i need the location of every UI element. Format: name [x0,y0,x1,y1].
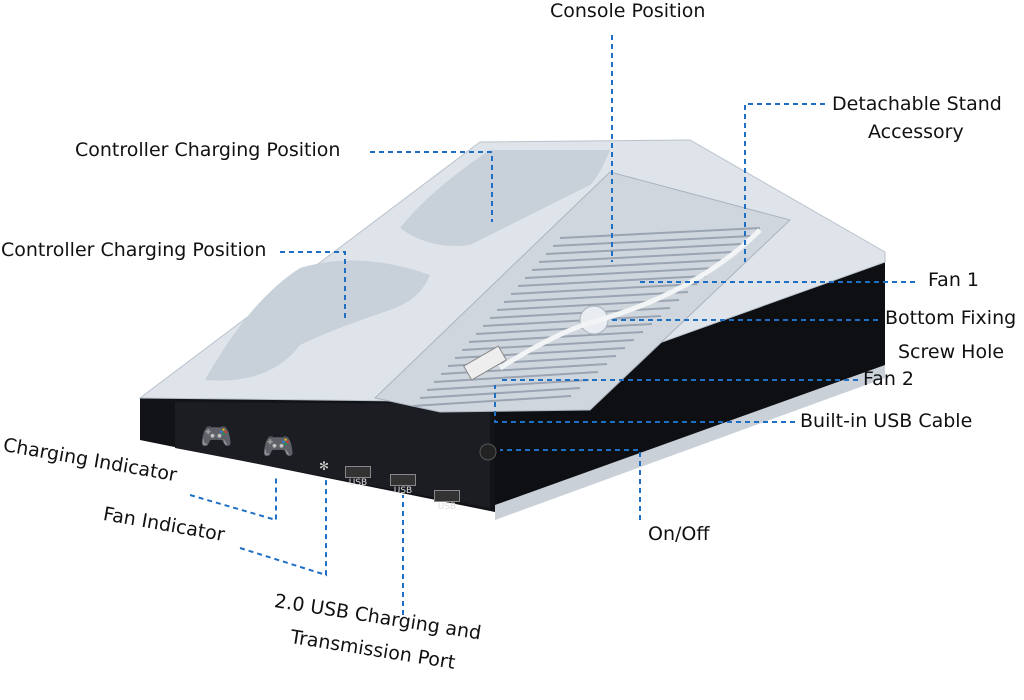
base-strip [495,365,885,520]
usb-port-1: USB [345,466,371,494]
vent-slot [426,379,590,391]
vent-slot [475,323,653,335]
label-usb-cable: Built-in USB Cable [800,410,973,432]
controller-recess-2 [205,260,430,381]
side-face [495,258,885,512]
vent-slot [552,235,752,247]
usb-label: USB [437,502,457,512]
label-bottom-fixing-2: Screw Hole [898,341,1005,363]
vent-slot [531,259,725,271]
leader-lines [189,35,915,615]
label-controller-charging-2: Controller Charging Position [1,239,267,261]
vent-slot [461,339,635,351]
vent-slot [412,395,572,407]
fan-indicator-icon: ✻ [319,459,329,473]
vent-slot [433,371,599,383]
vent-slot [510,283,698,295]
label-on-off: On/Off [648,523,710,545]
vent-slot [524,267,716,279]
label-console-position: Console Position [550,0,706,22]
vent-slot [482,315,662,327]
usb-cable [498,228,762,371]
vent-slot [545,243,743,255]
vent-slot [489,307,671,319]
label-detachable-stand-1: Detachable Stand [832,93,1002,115]
label-bottom-fixing-1: Bottom Fixing [885,307,1017,329]
label-fan-2: Fan 2 [863,368,914,390]
label-fan-1: Fan 1 [928,269,979,291]
controller-icon-2: 🎮 [262,432,294,462]
usb-plug [462,345,508,381]
vent-slot [559,227,761,239]
label-controller-charging-1: Controller Charging Position [75,139,341,161]
usb-label: USB [393,486,413,496]
vent-slot [517,275,707,287]
vent-slot [503,291,689,303]
power-button [479,443,497,461]
label-detachable-stand-2: Accessory [868,121,964,143]
controller-icon-1: 🎮 [200,422,232,452]
controller-recess-1 [400,150,610,246]
usb-label: USB [348,478,368,488]
usb-port-3: USB [434,490,460,518]
vent-slot [538,251,734,263]
usb-port-2: USB [390,474,416,502]
vent-slot [419,387,581,399]
